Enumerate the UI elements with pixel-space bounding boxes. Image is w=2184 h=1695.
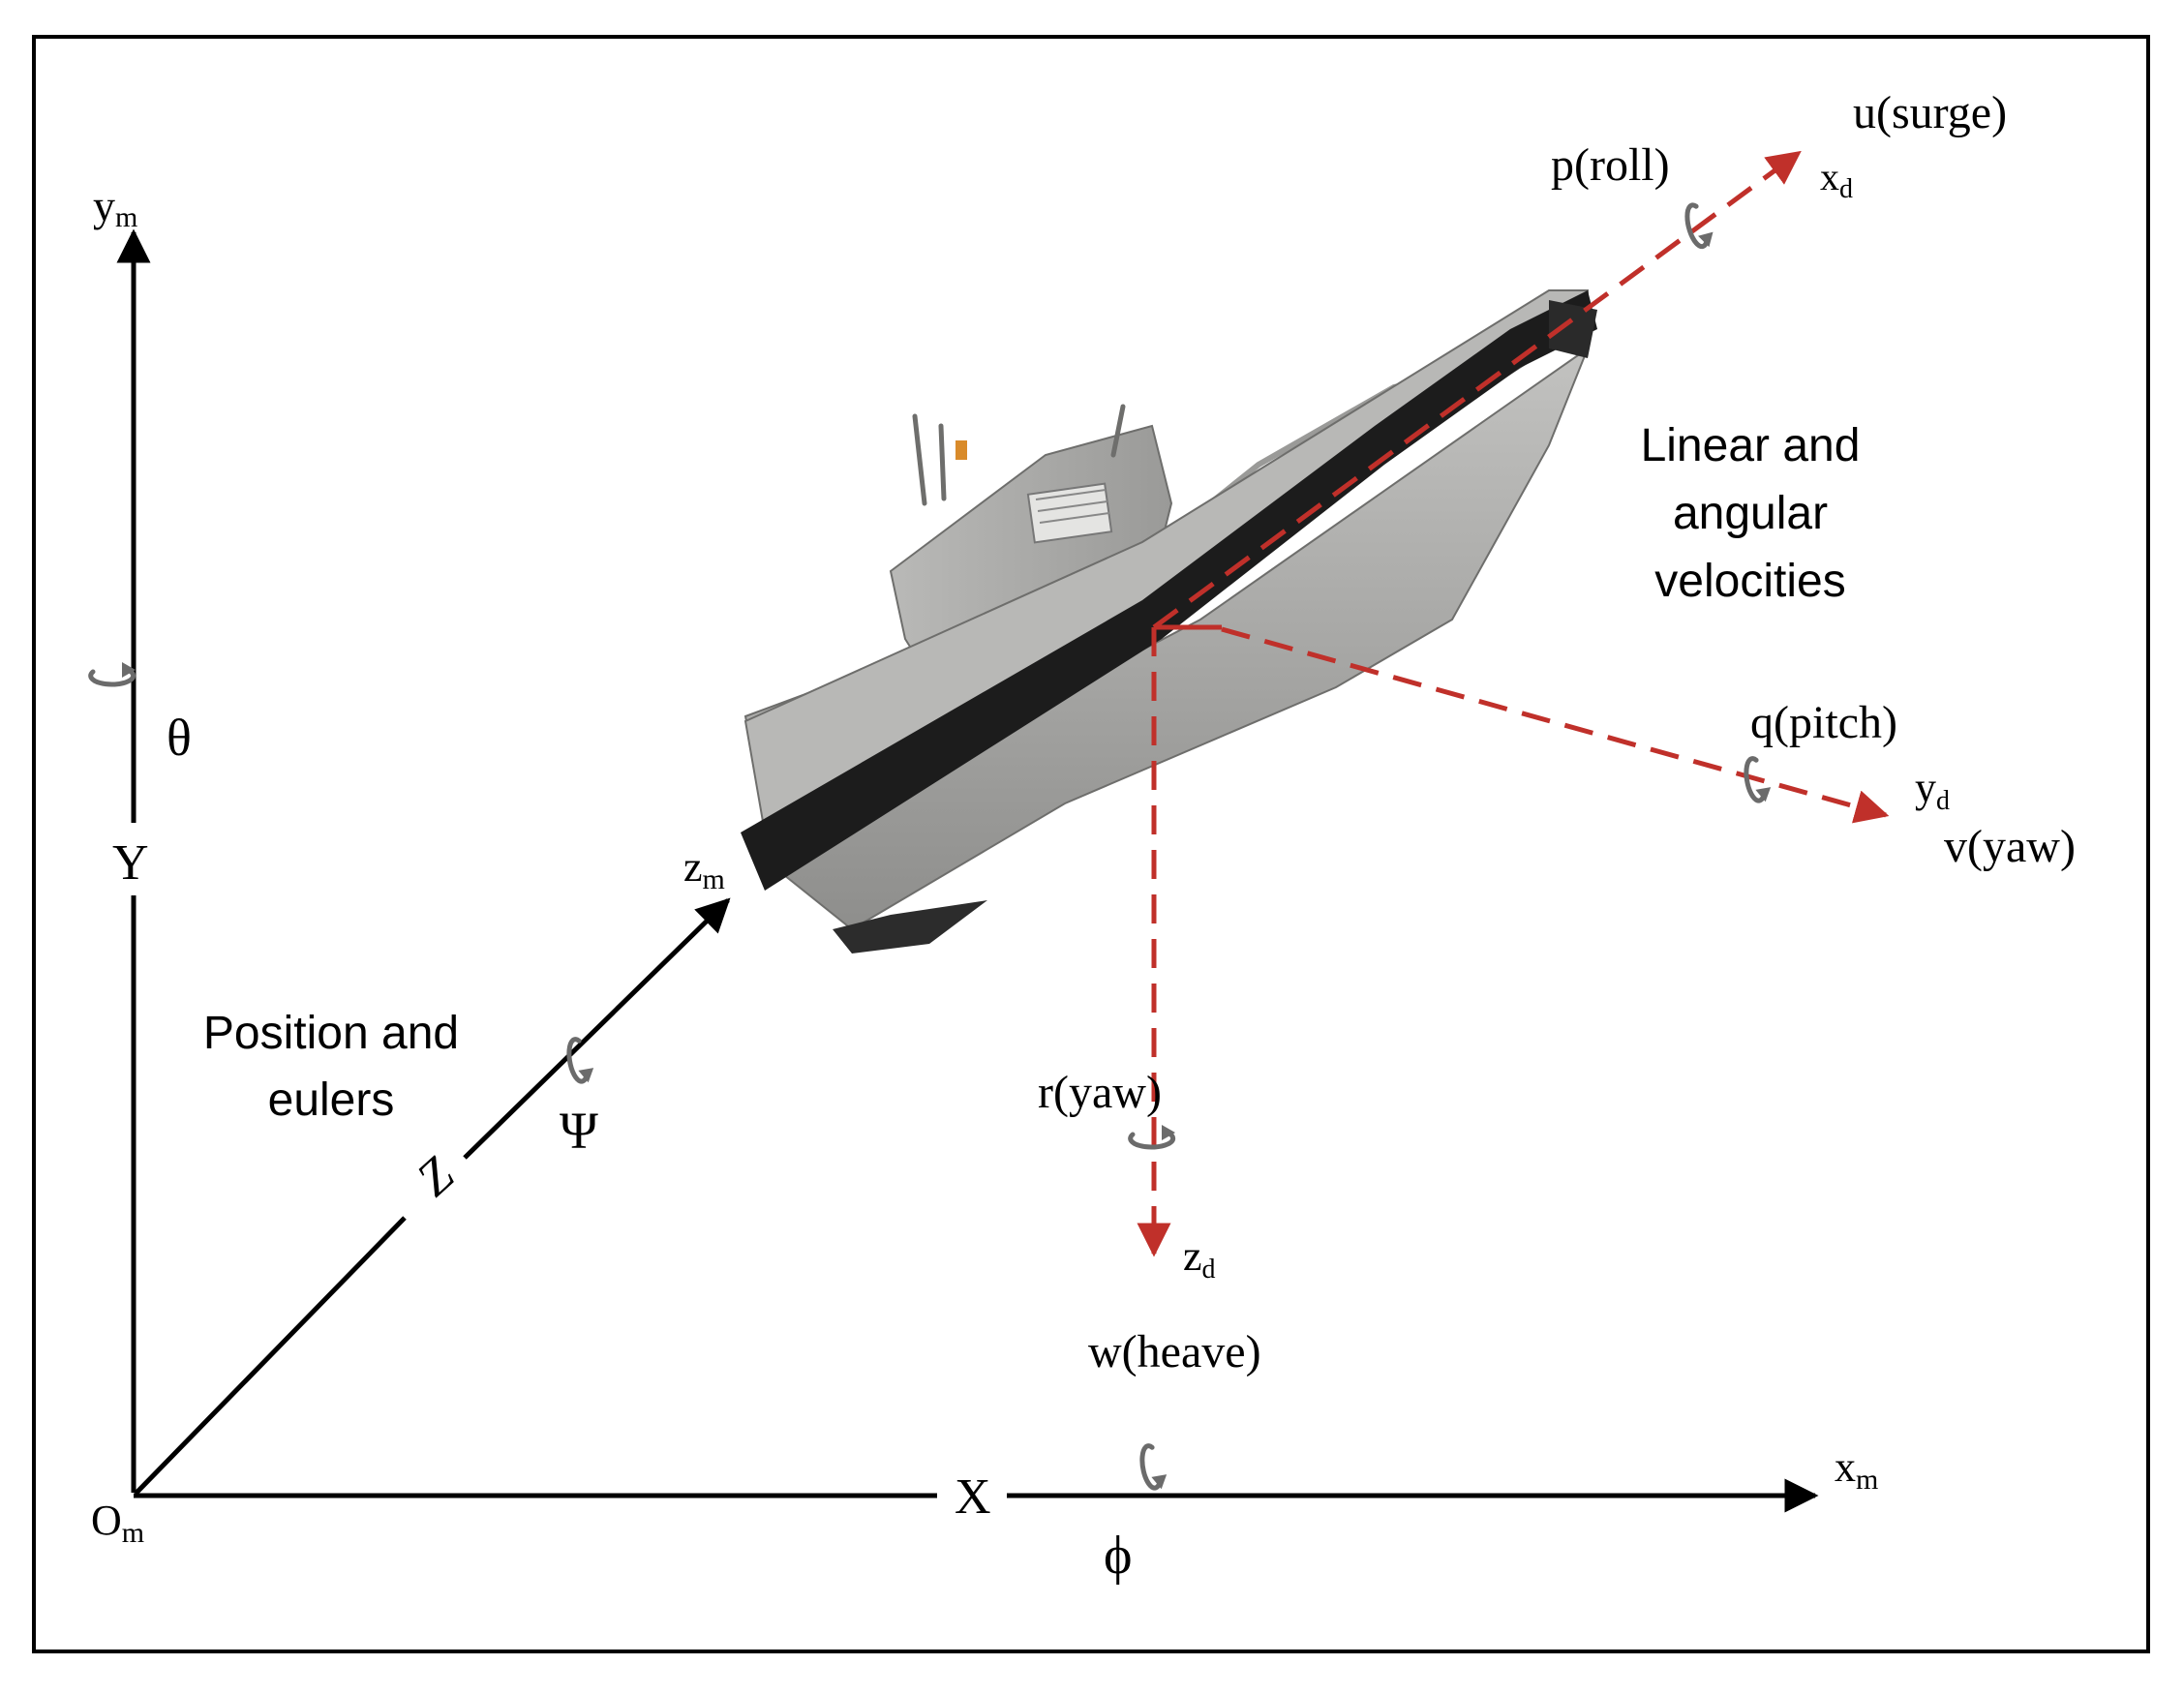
psi-label: Ψ xyxy=(560,1102,598,1160)
body-frame xyxy=(1137,150,1890,1257)
x-axis-label: X xyxy=(955,1469,991,1525)
z-axis-label: Z xyxy=(407,1146,465,1206)
theta-label: θ xyxy=(167,709,192,767)
xm-label: xm xyxy=(1835,1443,1878,1496)
yd-label: yd xyxy=(1915,764,1950,816)
position-caption-line2: eulers xyxy=(268,1075,395,1126)
xd-label: xd xyxy=(1820,155,1853,204)
velocity-caption-line2: angular xyxy=(1673,488,1828,539)
z-axis-lower xyxy=(134,1216,407,1496)
phi-label: ϕ xyxy=(1104,1526,1132,1586)
figure-frame xyxy=(32,35,2150,1653)
zd-label: zd xyxy=(1183,1232,1216,1285)
position-caption-line1: Position and xyxy=(203,1008,459,1059)
heave-label: w(heave) xyxy=(1088,1326,1261,1377)
velocity-caption-line1: Linear and xyxy=(1641,420,1861,471)
origin-label: Om xyxy=(91,1497,144,1549)
inertial-frame xyxy=(116,228,1819,1513)
curved-arrow-icon xyxy=(91,662,136,684)
curved-arrow-icon xyxy=(1139,1443,1169,1492)
velocity-caption-line3: velocities xyxy=(1654,556,1845,607)
ym-label: ym xyxy=(93,181,137,233)
roll-label: p(roll) xyxy=(1551,139,1670,191)
zm-axis-arrow xyxy=(463,897,731,1160)
yd-axis-arrow xyxy=(1221,626,1890,824)
surge-label: u(surge) xyxy=(1853,87,2007,138)
zm-label: zm xyxy=(683,843,725,895)
boat-illustration xyxy=(741,289,1597,953)
y-axis-label: Y xyxy=(112,835,149,891)
pitch-label: q(pitch) xyxy=(1750,697,1897,748)
yaw-label: r(yaw) xyxy=(1038,1067,1162,1118)
sway-label: v(yaw) xyxy=(1944,821,2076,872)
